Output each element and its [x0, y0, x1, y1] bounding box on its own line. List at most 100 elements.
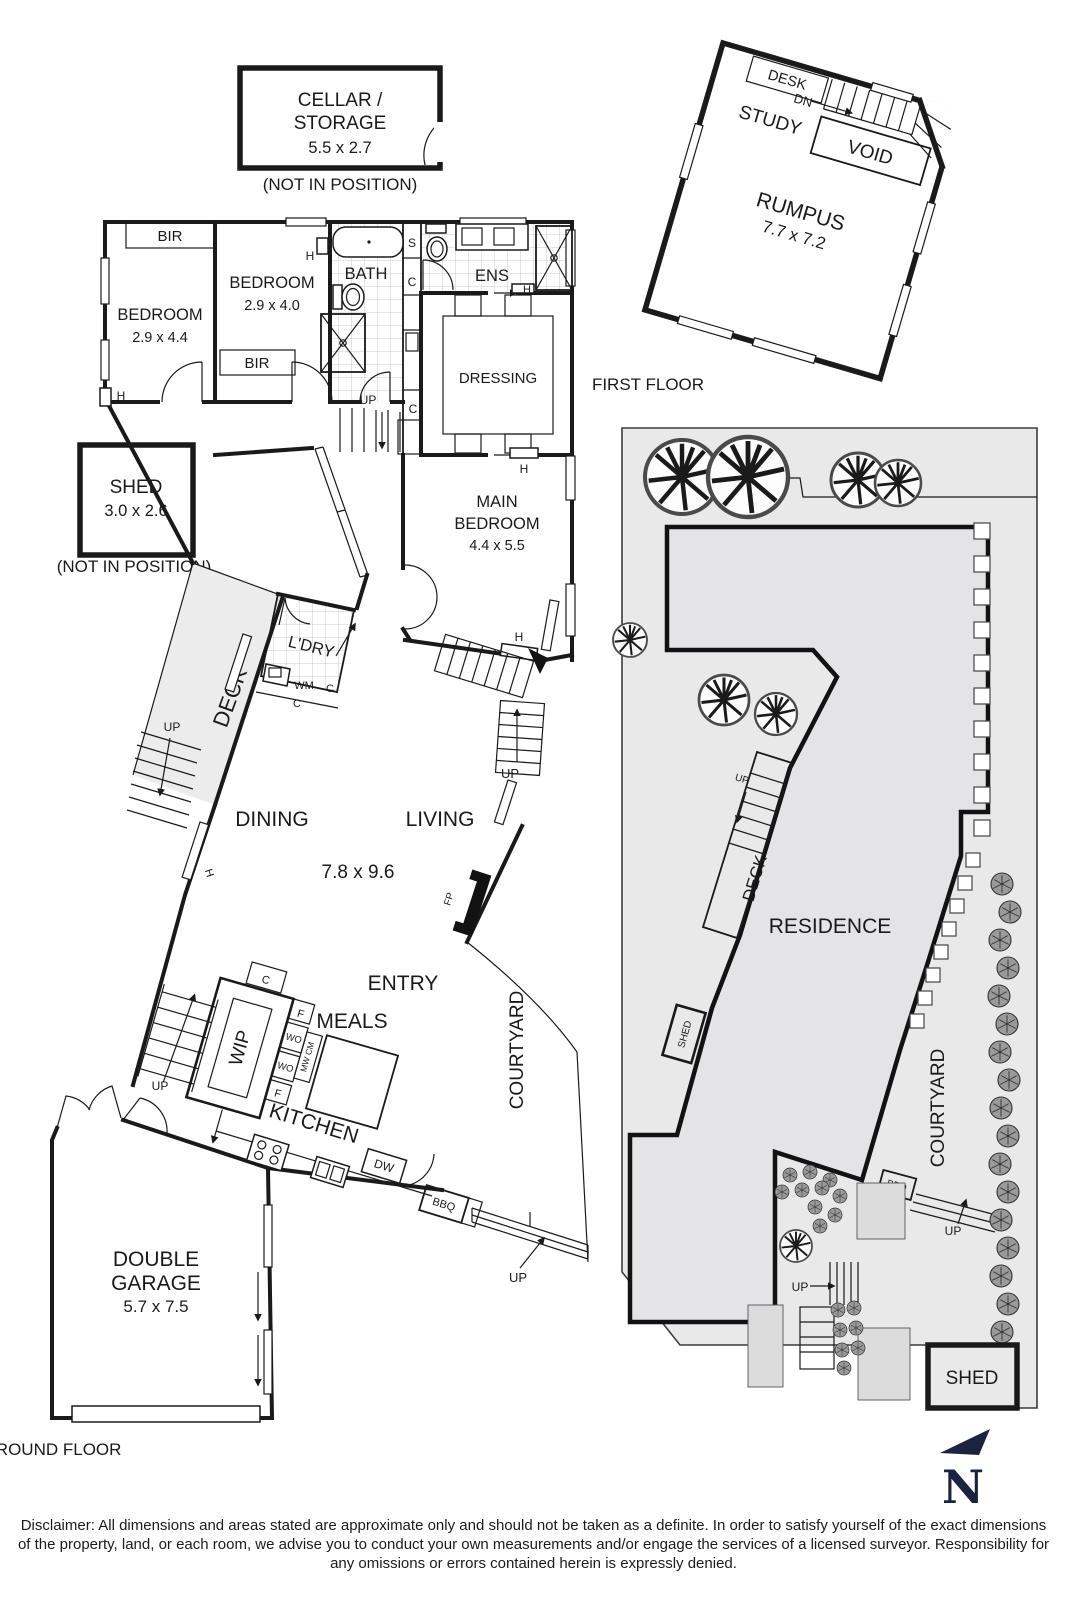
- bath-fixtures: [320, 226, 404, 373]
- bedroom1-label: BEDROOM: [117, 306, 202, 324]
- cellar-dim: 5.5 x 2.7: [308, 139, 371, 157]
- h-label-bath: H: [306, 249, 315, 263]
- up-label-gf-steps: UP: [509, 1270, 527, 1285]
- toilet-tank-bath: [332, 284, 343, 310]
- first-floor-windows: [676, 81, 937, 365]
- bedroom1-dim: 2.9 x 4.4: [132, 330, 188, 346]
- c-label-column1: C: [408, 275, 417, 289]
- ens-label: ENS: [475, 267, 509, 285]
- toilet-tank-ens: [425, 223, 447, 234]
- h-box-bed1: [99, 387, 112, 407]
- garage-label-2: GARAGE: [111, 1272, 201, 1295]
- living-dim: 7.8 x 9.6: [322, 862, 395, 883]
- dn-label: DN: [792, 90, 814, 110]
- main-bedroom-1: MAIN: [476, 493, 517, 511]
- gf-deck: UP DECK: [126, 562, 286, 829]
- site-shed-box: SHED: [925, 1342, 1020, 1411]
- up-label-living: UP: [501, 766, 519, 781]
- ens-basin-1: [461, 227, 483, 246]
- gf-bbq-label: BBQ: [431, 1196, 457, 1214]
- ground-floor-title: GROUND FLOOR: [0, 1440, 121, 1459]
- shed-nip-dim: 3.0 x 2.6: [104, 502, 167, 520]
- main-bedroom-2: BEDROOM: [454, 515, 539, 533]
- cellar-label-1: CELLAR /: [298, 90, 383, 111]
- bir1-label: BIR: [157, 228, 182, 245]
- wo-label-2: WO: [276, 1060, 295, 1075]
- gf-courtyard-boundary: [466, 941, 589, 1263]
- dn-arrow: [811, 100, 854, 115]
- shower-ens: [535, 225, 573, 291]
- void-outline: [809, 115, 932, 187]
- h-label-dining: H: [202, 867, 216, 878]
- h-label-ens: H: [523, 284, 531, 296]
- living-stairs: [433, 633, 548, 777]
- hall-closet: [397, 419, 423, 455]
- cellar-label-2: STORAGE: [294, 113, 387, 134]
- living-walls: [122, 779, 525, 1134]
- h-label-bed1: H: [117, 389, 126, 403]
- desk-label: DESK: [766, 67, 809, 94]
- wip-stairs: [137, 983, 219, 1093]
- bedroom2-dim: 2.9 x 4.0: [244, 298, 300, 314]
- site-up-bottom: UP: [792, 1280, 809, 1294]
- dw-label: DW: [372, 1156, 396, 1175]
- gf-bbq: BBQ: [418, 1184, 483, 1228]
- desk-outline: [745, 55, 830, 104]
- site-bottom-steps: UP: [747, 1182, 911, 1401]
- c-label-ldry1: C: [326, 683, 334, 695]
- toilet-bath: [341, 283, 365, 311]
- entry-label: ENTRY: [368, 972, 439, 995]
- gf-courtyard-label: COURTYARD: [507, 991, 528, 1110]
- up-label-wip: UP: [152, 1079, 169, 1093]
- island-bench: [304, 1034, 400, 1130]
- site-residence-label: RESIDENCE: [769, 915, 892, 938]
- cooktop: [245, 1133, 290, 1172]
- toilet-ens: [426, 236, 448, 262]
- bir2-box: [219, 349, 296, 376]
- site-courtyard-label: COURTYARD: [928, 1049, 949, 1168]
- bedroom-wing-doors: [161, 259, 518, 630]
- c-label-column2: C: [409, 402, 418, 416]
- first-floor-plan: DN VOID DESK STUDY RUMPUS 7.7 x 7.2 FIRS…: [592, 39, 963, 394]
- f-label-wip-top: F: [296, 1008, 306, 1021]
- shed-nip-note: (NOT IN POSITION): [57, 557, 212, 576]
- meals-label: MEALS: [316, 1010, 387, 1033]
- gf-deck-up: UP: [164, 720, 181, 734]
- disclaimer-text: Disclaimer: All dimensions and areas sta…: [17, 1517, 1050, 1573]
- nw-window-run: [314, 446, 370, 611]
- shower-bath: [320, 313, 366, 373]
- bir1-box: [125, 221, 216, 249]
- dressing-label: DRESSING: [459, 370, 537, 387]
- h-label-mb-bottom: H: [515, 630, 524, 644]
- garage-label-1: DOUBLE: [113, 1248, 199, 1271]
- wip-pantry: C F WO WO F MW CM WIP: [184, 961, 324, 1144]
- c-label-ldry2: C: [293, 698, 301, 710]
- garage-door: [71, 1405, 261, 1423]
- dishwasher: DW: [360, 1147, 408, 1185]
- site-residence-outline: [627, 524, 991, 1325]
- laundry: [255, 591, 357, 709]
- first-floor-stairs: [811, 78, 922, 136]
- wm-label: WM: [294, 680, 314, 692]
- cellar-storage-box: CELLAR / STORAGE 5.5 x 2.7 (NOT IN POSIT…: [237, 65, 443, 194]
- north-letter: N: [942, 1460, 984, 1514]
- ens-fixtures: [425, 223, 573, 294]
- c-label-wip: C: [260, 974, 271, 988]
- up-label-hall: UP: [360, 393, 377, 407]
- dining-label: DINING: [235, 808, 309, 831]
- fp-label: FP: [442, 891, 457, 907]
- site-steps-right: UP: [909, 1193, 1001, 1238]
- bir2-label: BIR: [244, 355, 269, 372]
- s-label-column: S: [408, 236, 416, 250]
- kitchen-garage-walls: [50, 1085, 445, 1423]
- study-label: STUDY: [736, 102, 804, 140]
- bath-label: BATH: [345, 265, 388, 283]
- site-plan: RESIDENCE UP DECK SHED COURTYARD BBQ UP: [611, 427, 1038, 1411]
- ens-basin-2: [493, 227, 515, 246]
- first-floor-title: FIRST FLOOR: [592, 375, 704, 394]
- site-pavers: [909, 522, 991, 1029]
- site-shed-box-label: SHED: [946, 1368, 999, 1389]
- living-label: LIVING: [406, 808, 475, 831]
